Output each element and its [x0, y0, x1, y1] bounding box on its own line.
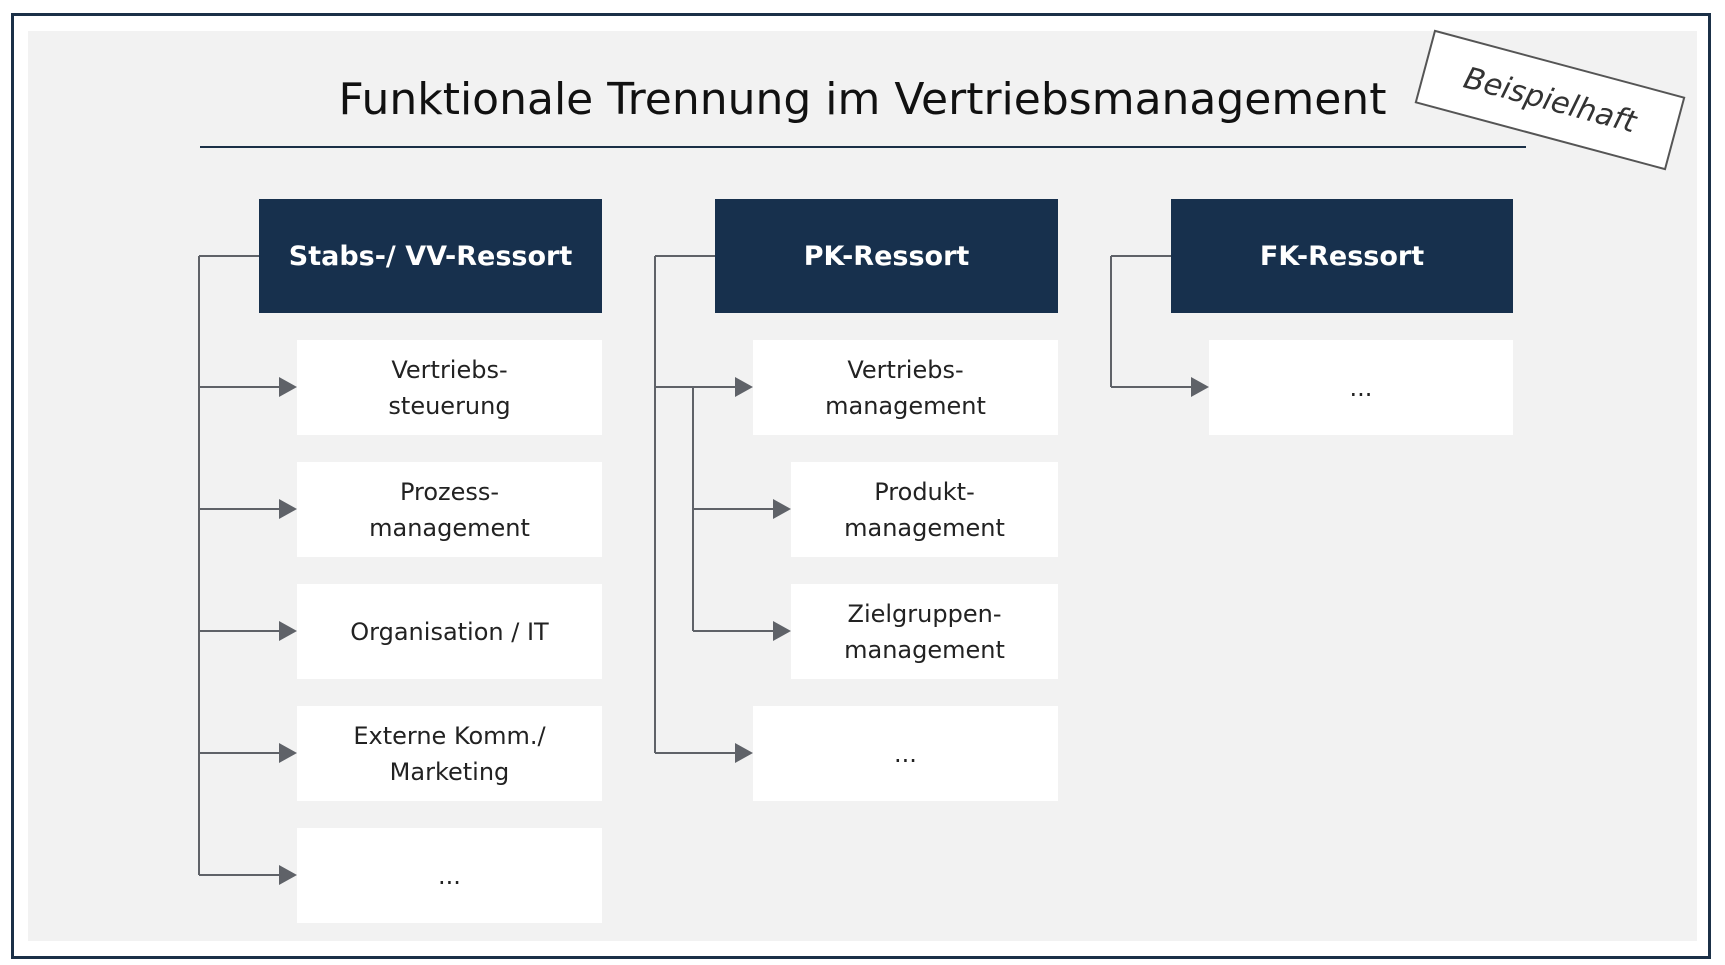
box-produktmanagement: Produkt- management [791, 462, 1058, 557]
box-pk-more: ... [753, 706, 1058, 801]
box-vertriebssteuerung: Vertriebs- steuerung [297, 340, 602, 435]
box-fk-more: ... [1209, 340, 1513, 435]
box-prozessmanagement: Prozess- management [297, 462, 602, 557]
title-underline [200, 146, 1526, 148]
header-pk-ressort: PK-Ressort [715, 199, 1058, 313]
header-fk-ressort: FK-Ressort [1171, 199, 1513, 313]
header-stabs-vv-ressort: Stabs-/ VV-Ressort [259, 199, 602, 313]
box-zielgruppenmanagement: Zielgruppen- management [791, 584, 1058, 679]
page-title: Funktionale Trennung im Vertriebsmanagem… [338, 74, 1387, 125]
box-externe-kommunikation-marketing: Externe Komm./ Marketing [297, 706, 602, 801]
box-organisation-it: Organisation / IT [297, 584, 602, 679]
box-vertriebsmanagement: Vertriebs- management [753, 340, 1058, 435]
box-stabs-more: ... [297, 828, 602, 923]
